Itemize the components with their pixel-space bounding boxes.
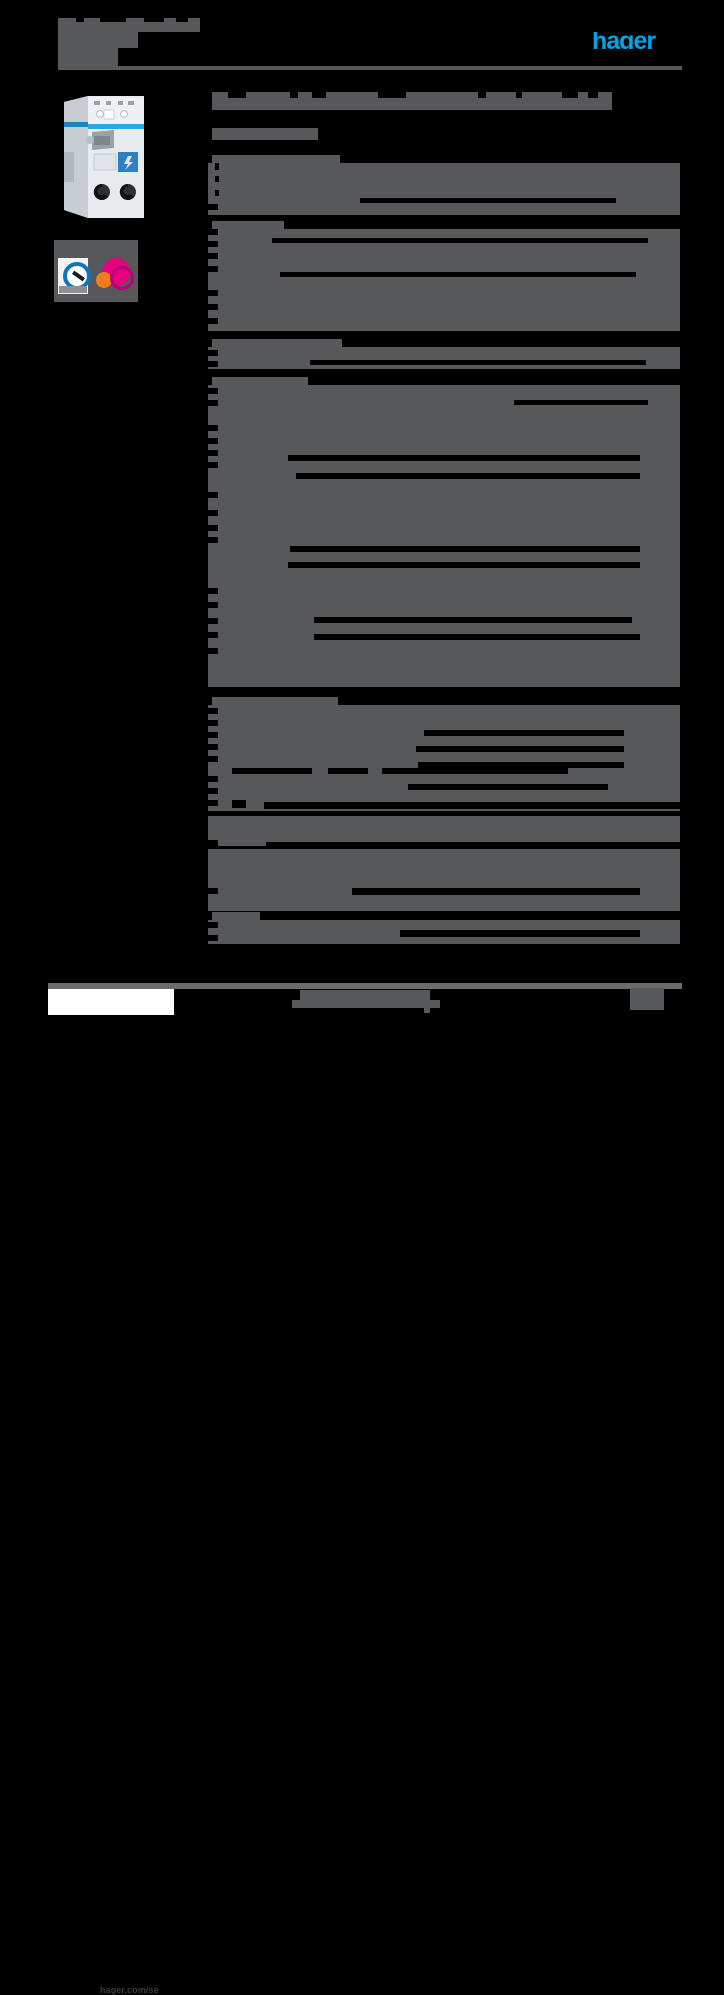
recycling-certification-logo — [96, 258, 134, 292]
product-photo — [58, 92, 148, 227]
q-mark-certification-logo — [58, 258, 91, 294]
header-reference-redaction — [58, 18, 200, 66]
footer-center-tick — [424, 1006, 430, 1013]
footer-page-number-redaction — [630, 988, 664, 1010]
page-subtitle — [212, 128, 318, 140]
header-divider — [58, 66, 682, 70]
hager-logo: hager — [592, 28, 676, 54]
datasheet-page: hager — [48, 18, 682, 1995]
footer-url-text[interactable]: hager.com/se — [100, 1985, 159, 1995]
footer-url-box[interactable]: hager.com/se — [48, 989, 174, 1995]
footer-center-redaction-line2 — [292, 1000, 440, 1008]
footer-divider — [48, 983, 682, 989]
